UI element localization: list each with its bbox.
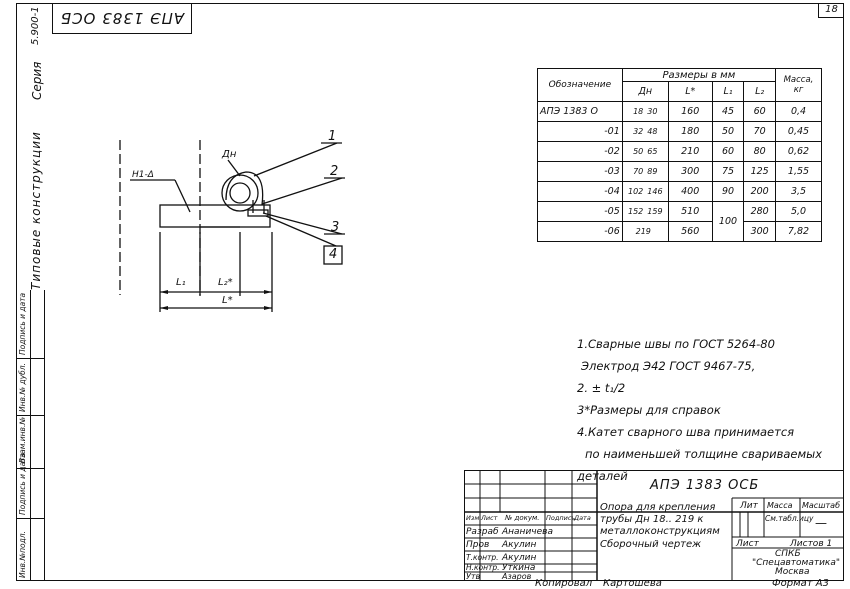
note-line: 1.Сварные швы по ГОСТ 5264-80 xyxy=(577,337,775,351)
dim-l: L* xyxy=(222,295,233,306)
label-weld: Н1-Δ xyxy=(132,170,154,180)
col-designation: Обозначение xyxy=(537,68,623,102)
technical-notes: 1.Сварные швы по ГОСТ 5264-80 Электрод Э… xyxy=(577,333,822,487)
copied-label: Копировал xyxy=(535,578,593,589)
callout-2: 2 xyxy=(330,164,339,179)
col-mass: Масса, кг xyxy=(774,68,823,102)
tb-scale-label: Масштаб xyxy=(802,501,841,510)
dim-l2: L₂* xyxy=(218,277,233,288)
doc-name-line-3: металлоконструкциям xyxy=(600,526,720,537)
role-prov: Пров xyxy=(466,540,490,550)
table-cell: 160 xyxy=(667,101,713,122)
copied-name: Картошева xyxy=(603,578,662,589)
tb-col-izm: Изм xyxy=(466,514,480,522)
doc-name-line-2: трубы Дн 18.. 219 к xyxy=(600,514,704,525)
tb-mass-value: См.табл.ицу xyxy=(765,514,814,523)
doc-name-line-1: Опора для крепления xyxy=(600,502,716,513)
note-line: 2. ± t₁/2 xyxy=(577,381,626,395)
callout-1: 1 xyxy=(328,129,337,144)
org-line-1: СПКБ xyxy=(775,549,801,559)
tb-sheets-label: Листов 1 xyxy=(790,539,833,549)
name-razrab: Ананичева xyxy=(502,527,553,537)
table-cell: 100 xyxy=(711,201,745,242)
tb-sheet-label: Лист xyxy=(736,539,759,549)
note-line: 3*Размеры для справок xyxy=(577,403,721,417)
dimensions-table: Обозначение Размеры в мм Масса, кг Дн L*… xyxy=(537,68,823,242)
role-tkontr: Т.контр. xyxy=(466,553,499,562)
dim-l1: L₁ xyxy=(176,277,186,288)
label-dn: Дн xyxy=(222,149,237,160)
table-cell: 7,82 xyxy=(774,221,823,242)
role-nkontr: Н.контр. xyxy=(466,563,500,572)
tb-col-doc: № докум. xyxy=(505,514,540,522)
role-utv: Утв xyxy=(466,572,481,581)
page-number-box: 18 xyxy=(818,3,844,18)
name-prov: Акулин xyxy=(502,540,537,550)
note-line: Электрод Э42 ГОСТ 9467-75, xyxy=(581,359,756,373)
tb-scale-value: — xyxy=(815,516,827,530)
note-line: по наименьшей толщине свариваемых xyxy=(585,447,823,461)
paper-format: Формат А3 xyxy=(772,578,829,589)
role-razrab: Разраб xyxy=(466,527,499,537)
drawing-frame xyxy=(16,3,844,581)
name-nkontr: Уткина xyxy=(502,563,536,573)
tb-mass-label: Масса xyxy=(767,501,793,510)
name-utv: Азаров xyxy=(502,572,532,581)
callout-4: 4 xyxy=(329,247,338,262)
table-cell: -06 xyxy=(537,221,623,242)
tb-lit-label: Лит xyxy=(740,501,758,511)
org-line-2: "Спецавтоматика" xyxy=(752,558,841,568)
note-line: деталей xyxy=(577,469,628,483)
sidebar-fields-strip xyxy=(16,290,45,581)
name-tkontr: Акулин xyxy=(502,553,537,563)
note-line: 4.Катет сварного шва принимается xyxy=(577,425,795,439)
table-cell: 400 xyxy=(667,181,713,202)
table-cell: 560 xyxy=(667,221,713,242)
org-line-3: Москва xyxy=(775,567,810,577)
tb-col-list: Лист xyxy=(481,514,498,522)
callout-3: 3 xyxy=(331,220,340,235)
tb-col-date: Дата xyxy=(574,514,591,522)
page-number: 18 xyxy=(825,4,838,15)
tb-col-sign: Подпись xyxy=(546,514,576,522)
doc-code: АПЭ 1383 ОСБ xyxy=(650,478,760,493)
doc-name-line-4: Сборочный чертеж xyxy=(600,539,702,550)
table-cell-dn: 219 xyxy=(621,221,669,242)
